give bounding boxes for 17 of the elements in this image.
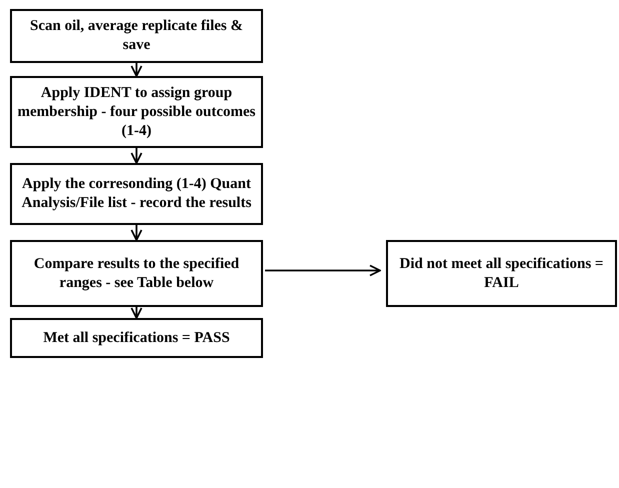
process-box [386,240,617,307]
box-text: Apply the corresonding (1-4) Quant Analysis/File list - record the results [20,175,252,213]
box-text: Did not meet all specifications = FAIL [398,254,604,292]
box-text: Met all specifications = PASS [43,328,230,348]
process-box [10,318,263,358]
process-box [10,163,263,225]
process-box [10,9,263,63]
box-text: Compare results to the specified ranges - see Table below [32,254,240,292]
arrow [130,225,142,241]
arrow [130,148,142,164]
process-box [10,76,263,148]
arrow [265,264,381,276]
process-box [10,240,263,307]
arrow [130,63,142,77]
box-text: Apply IDENT to assign group membership - four possible outcomes (1-4) [16,84,257,140]
box-text: Scan oil, average replicate files & save [28,17,244,55]
arrow [130,307,142,319]
